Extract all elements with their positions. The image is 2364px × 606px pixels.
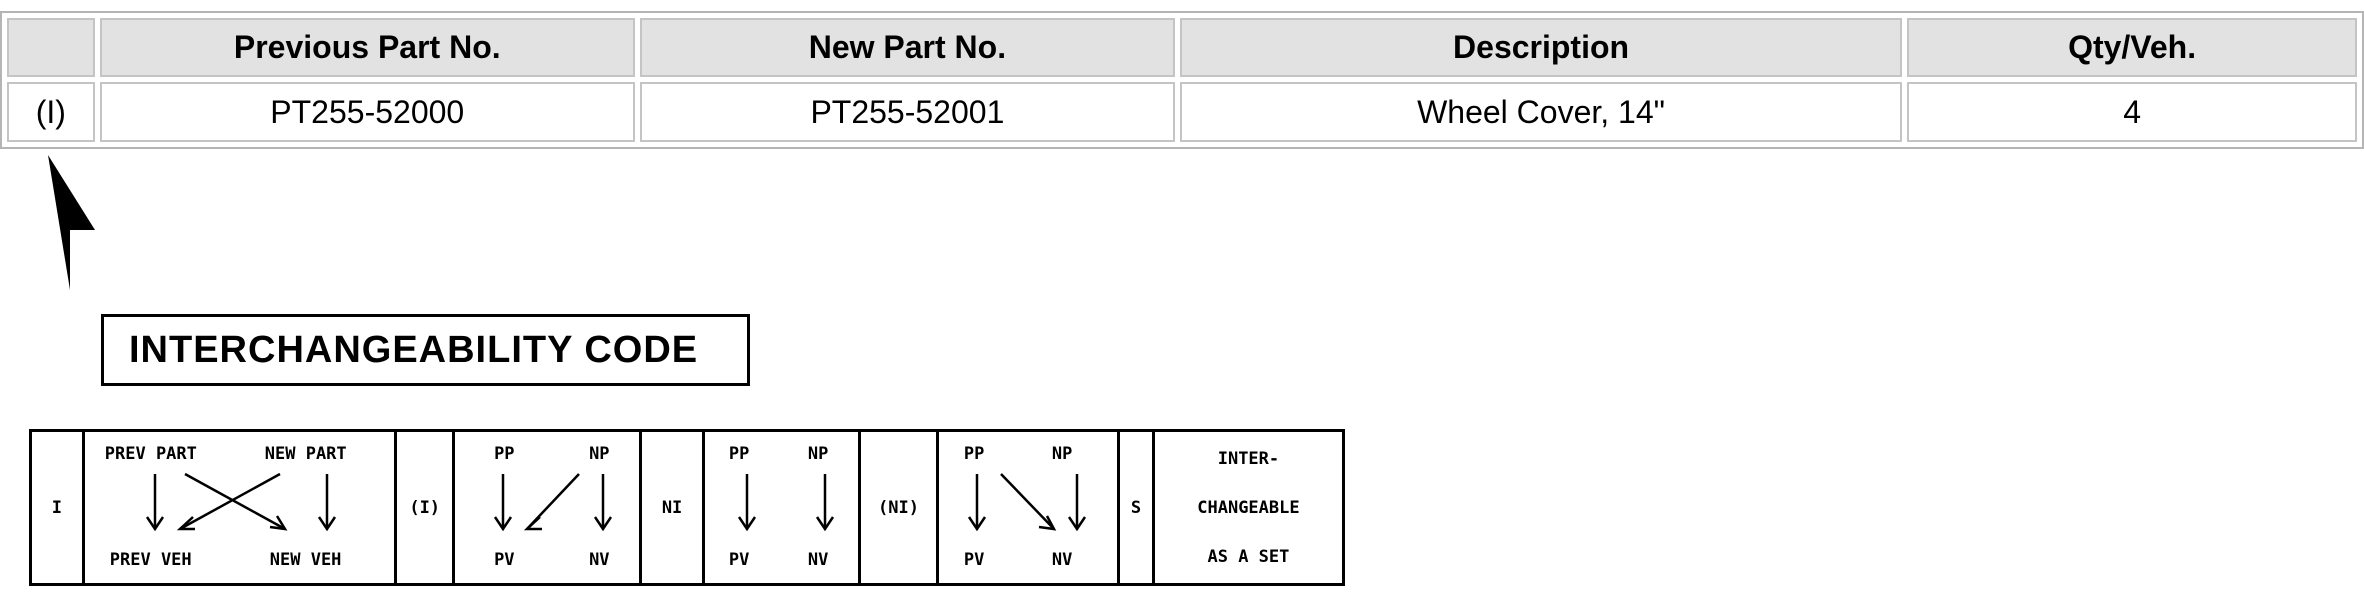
arrows-paren-i-icon [494,473,613,532]
legend-code-paren-ni: (NI) [861,432,939,583]
label-np: NP [807,444,829,464]
legend-code-paren-i: (I) [397,432,456,583]
legend-description-s: INTER- CHANGEABLE AS A SET [1155,432,1342,583]
cell-new-part-no: PT255-52001 [639,82,1175,142]
legend-diagram-ni: PP NP PV NV [705,432,862,583]
set-line-3: AS A SET [1207,546,1290,567]
header-code [7,18,95,77]
legend-diagram-paren-i: PP NP PV NV [455,432,643,583]
label-pv: PV [963,550,985,570]
legend-diagram-i: PREV PART NEW PART PREV VEH NEW VEH [85,432,398,583]
label-pv: PV [728,550,750,570]
label-pp: PP [728,444,750,464]
legend-code-i: I [32,432,85,583]
legend-code-paren-ni-text: (NI) [878,497,919,518]
label-np: NP [1051,444,1073,464]
label-prev-veh: PREV VEH [109,550,192,570]
interchangeability-code-label: INTERCHANGEABILITY CODE [101,314,750,386]
legend-code-ni: NI [642,432,705,583]
cell-previous-part-no: PT255-52000 [99,82,635,142]
header-qty-veh: Qty/Veh. [1907,18,2357,77]
label-prev-part: PREV PART [104,444,197,464]
arrows-i-icon [145,472,336,532]
set-line-1: INTER- [1217,448,1280,469]
label-pp: PP [963,444,985,464]
label-pv: PV [494,550,515,570]
header-new-part-no: New Part No. [639,18,1175,77]
parts-table: Previous Part No. New Part No. Descripti… [0,11,2364,149]
set-line-2: CHANGEABLE [1197,497,1300,518]
curved-arrow-icon [48,155,95,290]
cell-qty-veh: 4 [1907,82,2357,142]
table-row: (I) PT255-52000 PT255-52001 Wheel Cover,… [7,82,2357,142]
arrows-ni-icon [737,474,834,532]
label-pp: PP [494,444,515,464]
legend-diagram-paren-ni: PP NP PV NV [939,432,1121,583]
cell-description: Wheel Cover, 14" [1179,82,1903,142]
legend-code-paren-i-text: (I) [409,497,441,518]
header-previous-part-no: Previous Part No. [99,18,635,77]
label-new-part: NEW PART [264,444,347,464]
interchangeability-legend: I PREV PART NEW PART PREV VEH NEW VEH (I… [29,429,1345,586]
label-np: NP [589,444,610,464]
label-nv: NV [589,550,610,570]
cell-code: (I) [7,82,95,142]
legend-code-i-text: I [51,497,62,518]
label-nv: NV [1051,550,1073,570]
legend-code-s: S [1120,432,1155,583]
header-description: Description [1179,18,1903,77]
parts-grid: Previous Part No. New Part No. Descripti… [2,13,2362,147]
label-new-veh: NEW VEH [269,550,342,570]
label-nv: NV [807,550,829,570]
legend-code-ni-text: NI [661,497,683,518]
header-row: Previous Part No. New Part No. Descripti… [7,18,2357,77]
set-description: INTER- CHANGEABLE AS A SET [1197,449,1299,567]
arrows-paren-ni-icon [967,473,1086,532]
legend-code-s-text: S [1130,497,1142,518]
